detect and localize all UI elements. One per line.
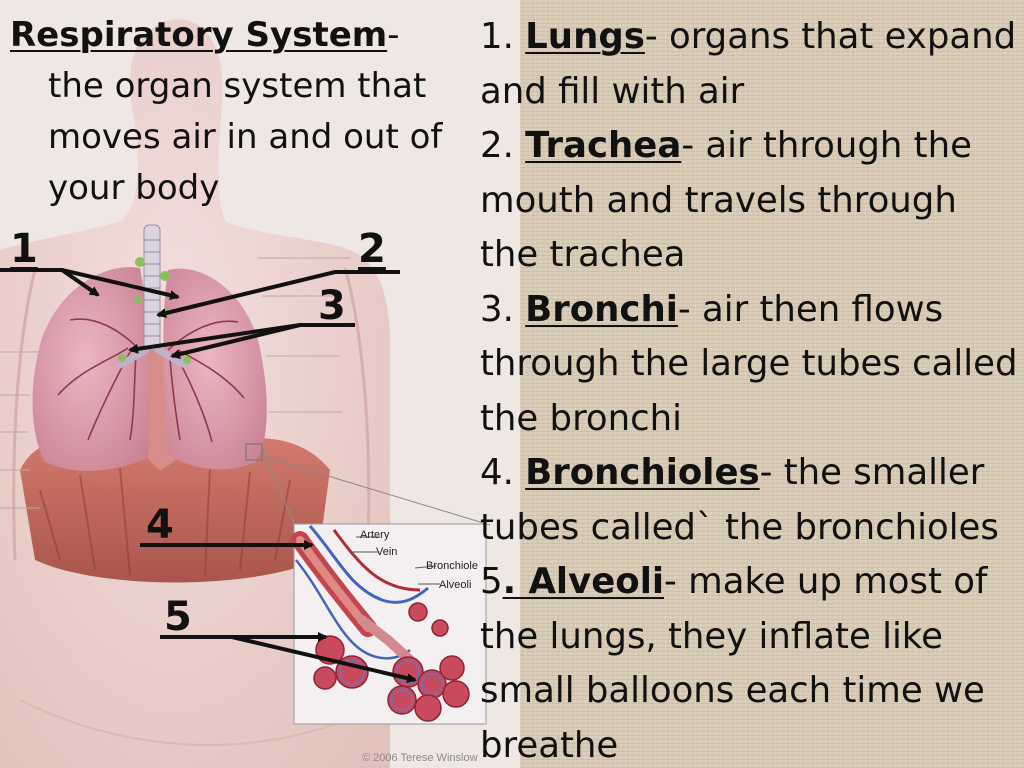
marker-2: 2 [358,226,386,272]
marker-4: 4 [146,502,174,548]
label-vein: Vein [376,546,397,558]
left-lung-shape [32,267,150,471]
title-block: Respiratory System- the organ system tha… [10,10,450,214]
item-description: - make up most of the lungs, they inflat… [480,561,988,766]
title-definition: the organ system that moves air in and o… [48,66,443,208]
title-lead: Respiratory System- the organ system tha… [10,10,450,214]
list-item-alveoli: 5. Alveoli- make up most of the lungs, t… [480,555,1020,768]
item-number: 2. [480,125,514,166]
item-description: - organs that expand and fill with air [480,16,1017,112]
item-description: - the smaller tubes called` the bronchio… [480,452,999,548]
list-item-trachea: 2. Trachea- air through the mouth and tr… [480,119,1020,283]
item-term: Bronchioles [525,452,760,493]
marker-3: 3 [318,283,346,329]
leader-lines [0,257,491,526]
arrow-5b [231,635,417,684]
pointer-arrows [0,268,417,684]
item-description: - air through the mouth and travels thro… [480,125,972,275]
alveoli-inset: Artery Vein Bronchiole Alveoli [291,523,487,725]
arrow-2 [156,270,400,318]
title-term: Respiratory System [10,15,388,55]
marker-1: 1 [10,226,38,272]
title-dash: - [387,15,400,55]
label-bronchiole: Bronchiole [426,560,478,572]
list-item-bronchioles: 4. Bronchioles- the smaller tubes called… [480,446,1020,555]
parts-list: 1. Lungs- organs that expand and fill wi… [480,10,1020,768]
arrow-1b [0,268,180,301]
item-number: 4. [480,452,514,493]
right-lung-shape [163,268,267,470]
linen-texture-panel [520,0,1024,768]
item-term: Lungs [525,16,645,57]
item-term: Trachea [525,125,682,166]
marker-5: 5 [164,594,192,640]
zoom-marker-box [245,443,263,461]
item-term: Bronchi [525,288,678,330]
item-number: 1. [480,16,514,57]
item-description: - air then flows through the large tubes… [480,288,1018,439]
copyright-credit: © 2006 Terese Winslow [362,752,478,764]
arrow-3b [170,323,355,359]
item-number: 3. [480,288,514,330]
list-item-bronchi: 3. Bronchi- air then flows through the l… [480,283,1020,447]
list-item-lungs: 1. Lungs- organs that expand and fill wi… [480,10,1020,119]
item-term: . Alveoli [502,561,665,602]
label-artery: Artery [360,529,390,541]
label-alveoli: Alveoli [439,579,471,591]
item-number: 5 [480,561,503,602]
